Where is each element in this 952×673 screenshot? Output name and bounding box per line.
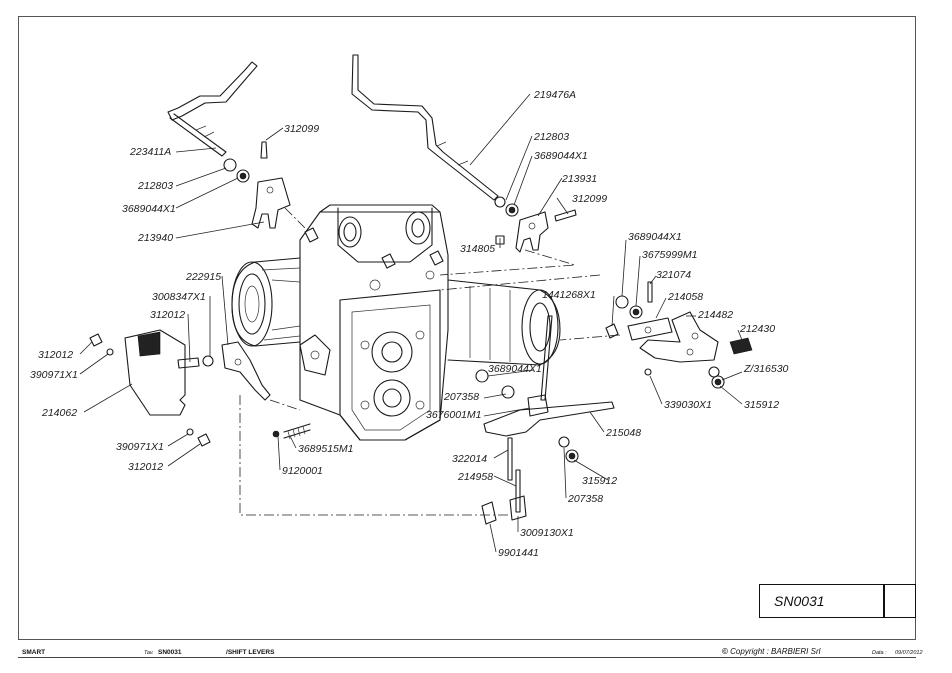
drawing-frame bbox=[18, 16, 916, 640]
date-label: Data : bbox=[872, 650, 887, 656]
part-label: 312012 bbox=[128, 461, 163, 473]
lever-215048 bbox=[475, 315, 615, 525]
part-label: 213940 bbox=[137, 232, 173, 244]
codebox-divider bbox=[883, 585, 885, 617]
part-label: 3689044X1 bbox=[534, 150, 588, 162]
part-label: 390971X1 bbox=[30, 369, 78, 381]
part-label: 214062 bbox=[41, 407, 77, 419]
part-label: 214058 bbox=[667, 291, 703, 303]
leader-lines bbox=[79, 93, 743, 553]
part-label: 212430 bbox=[739, 323, 775, 335]
part-label: 212803 bbox=[137, 180, 173, 192]
part-number-labels: 223411A 312099 212803 3689044X1 213940 2… bbox=[30, 89, 789, 559]
part-label: 312099 bbox=[284, 123, 319, 135]
part-label: 1441268X1 bbox=[542, 289, 596, 301]
part-label: 321074 bbox=[656, 269, 691, 281]
part-label: 339030X1 bbox=[664, 399, 712, 411]
part-label: 207358 bbox=[443, 391, 479, 403]
part-label: 3689044X1 bbox=[628, 231, 682, 243]
part-label: 3675999M1 bbox=[642, 249, 697, 261]
part-label: 3689515M1 bbox=[298, 443, 353, 455]
copyright-icon: © bbox=[722, 647, 728, 656]
part-label: 3009130X1 bbox=[520, 527, 574, 539]
part-label: 214482 bbox=[697, 309, 733, 321]
table-label: Tav. bbox=[144, 650, 154, 656]
part-label: 3689044X1 bbox=[488, 363, 542, 375]
gearbox-housing bbox=[231, 204, 561, 441]
bracket-222915 bbox=[221, 341, 271, 401]
part-label: 214958 bbox=[457, 471, 493, 483]
part-label: 312012 bbox=[150, 309, 185, 321]
part-label: 215048 bbox=[605, 427, 641, 439]
part-label: 322014 bbox=[452, 453, 487, 465]
part-label: 9901441 bbox=[498, 547, 539, 559]
part-label: 219476A bbox=[533, 89, 576, 101]
part-label: 3008347X1 bbox=[152, 291, 206, 303]
part-label: 390971X1 bbox=[116, 441, 164, 453]
part-label: 212803 bbox=[533, 131, 569, 143]
page-title: /SHIFT LEVERS bbox=[226, 649, 275, 656]
part-label: 207358 bbox=[567, 493, 603, 505]
part-label: 314805 bbox=[460, 243, 495, 255]
assembly-lines bbox=[239, 207, 621, 516]
part-label: 312099 bbox=[572, 193, 607, 205]
drawing-code-box: SN0031 bbox=[759, 584, 916, 618]
footer-rule bbox=[18, 657, 916, 658]
table-code: SN0031 bbox=[158, 649, 182, 656]
copyright-text: © Copyright : BARBIERI Srl bbox=[722, 647, 820, 656]
part-label: 315912 bbox=[744, 399, 779, 411]
brand-label: SMART bbox=[22, 649, 46, 656]
part-label: 3676001M1 bbox=[426, 409, 481, 421]
part-label: 3689044X1 bbox=[122, 203, 176, 215]
drawing-code: SN0031 bbox=[774, 593, 825, 609]
date-value: 09/07/2012 bbox=[895, 650, 923, 656]
cover-plate-214062 bbox=[89, 329, 214, 447]
part-label: 315912 bbox=[582, 475, 617, 487]
part-label: 312012 bbox=[38, 349, 73, 361]
shift-rod-left bbox=[167, 61, 258, 183]
bracket-214482-assembly bbox=[605, 281, 753, 389]
part-label: Z/316530 bbox=[743, 363, 789, 375]
part-label: 213931 bbox=[561, 173, 597, 185]
title-text: SHIFT LEVERS bbox=[227, 649, 275, 656]
spring-3689515M1 bbox=[272, 423, 311, 440]
shift-rod-center bbox=[351, 54, 577, 253]
part-label: 222915 bbox=[185, 271, 221, 283]
lever-213940 bbox=[251, 141, 291, 229]
copyright-label: Copyright : BARBIERI Srl bbox=[730, 647, 821, 656]
part-label: 9120001 bbox=[282, 465, 323, 477]
part-label: 223411A bbox=[129, 146, 171, 158]
